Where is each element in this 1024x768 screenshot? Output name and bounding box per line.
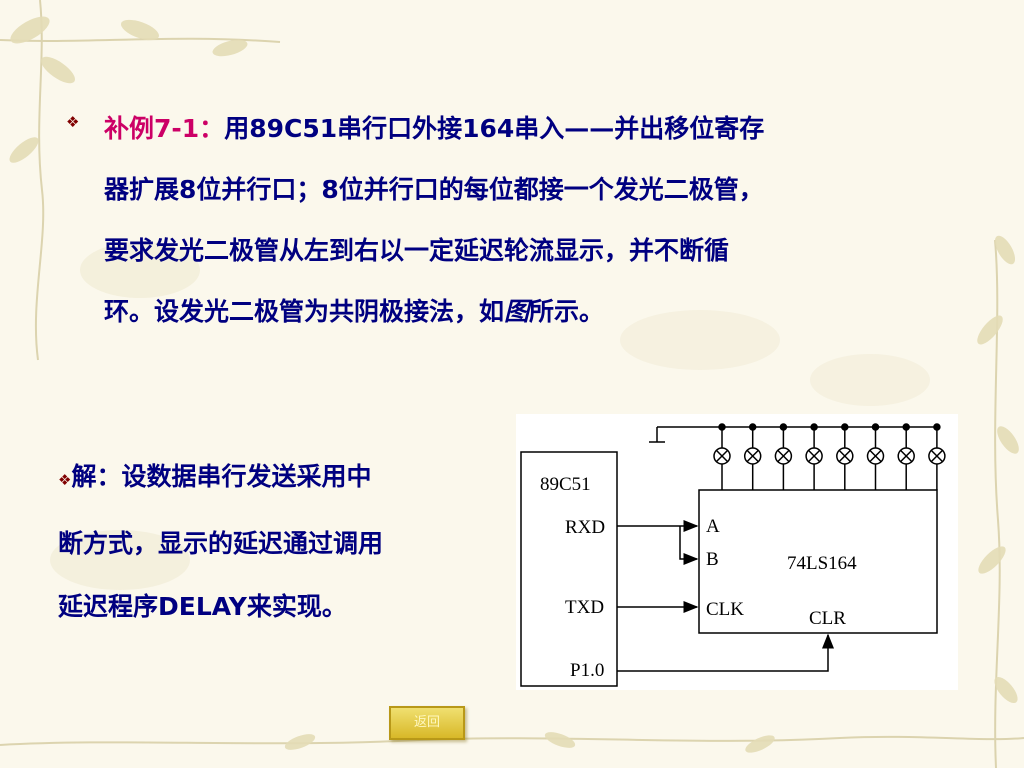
pin-clr: CLR: [809, 608, 846, 629]
pin-txd: TXD: [565, 597, 604, 618]
led-3: [774, 423, 793, 490]
mcu-name: 89C51: [540, 474, 591, 495]
rxd-to-b-wire: [679, 526, 699, 565]
circuit-diagram: 89C51 RXD TXD P1.0 A B CLK CLR 74LS164: [516, 414, 958, 690]
led-4: [805, 423, 823, 490]
example-line-3: 要求发光二极管从左到右以一定延迟轮流显示，并不断循: [104, 236, 730, 265]
example-colon: ：: [199, 114, 225, 143]
led-1: [713, 423, 731, 490]
pin-rxd: RXD: [565, 517, 605, 538]
example-label: 补例7-1: [104, 114, 200, 143]
example-paragraph: 补例7-1：用89C51串行口外接164串入——并出移位寄存 器扩展8位并行口；…: [104, 98, 764, 342]
example-line-1-text: 用89C51串行口外接164串入——并出移位寄存: [224, 114, 765, 143]
solution-line-3: 延迟程序DELAY来实现。: [58, 592, 347, 621]
example-line-1: 补例7-1：用89C51串行口外接164串入——并出移位寄存: [104, 98, 764, 159]
solution-line-2: 断方式，显示的延迟通过调用: [58, 529, 384, 558]
led-array: [713, 423, 946, 490]
pin-p1-0: P1.0: [570, 660, 604, 681]
figure-reference: 图: [504, 297, 530, 326]
example-line-2: 器扩展8位并行口；8位并行口的每位都接一个发光二极管，: [104, 175, 764, 204]
pin-clk: CLK: [706, 599, 744, 620]
bullet-icon: ❖: [58, 471, 72, 489]
shift-register-box: [698, 489, 938, 634]
pin-b: B: [706, 549, 719, 570]
led-5: [836, 423, 854, 490]
pin-a: A: [706, 516, 720, 537]
led-6: [866, 423, 885, 490]
p10-to-clr-wire: [617, 633, 834, 672]
example-line-4-a: 环。设发光二极管为共阴极接法，如: [104, 297, 505, 326]
example-line-4-b: 所示。: [529, 297, 605, 326]
example-line-4: 环。设发光二极管为共阴极接法，如图所示。: [104, 281, 764, 342]
shift-register-name: 74LS164: [787, 553, 857, 574]
bullet-icon: ❖: [66, 113, 80, 131]
led-2: [743, 423, 762, 490]
solution-line-1-text: 解：设数据串行发送采用中: [71, 462, 372, 491]
led-8: [928, 423, 946, 490]
back-button[interactable]: 返回: [389, 706, 465, 740]
solution-line-1: ❖解：设数据串行发送采用中: [58, 445, 383, 512]
led-7: [897, 423, 915, 490]
solution-paragraph: ❖解：设数据串行发送采用中 断方式，显示的延迟通过调用 延迟程序DELAY来实现…: [58, 445, 383, 638]
mcu-box: [520, 451, 618, 687]
